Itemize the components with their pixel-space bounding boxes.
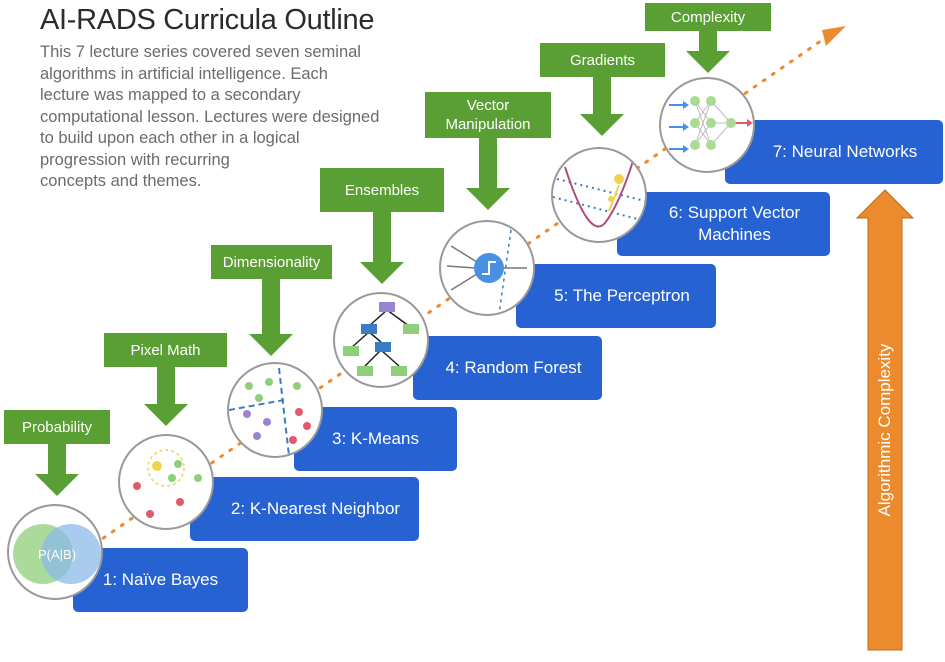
lesson-label-4: Ensembles	[320, 168, 444, 212]
lesson-arrow-1-stem	[48, 444, 66, 474]
lecture-box-7: 7: Neural Networks	[725, 120, 943, 184]
lesson-label-2: Pixel Math	[104, 333, 227, 367]
lesson-arrow-4-stem	[373, 212, 391, 262]
intro-paragraph: This 7 lecture series covered seven semi…	[40, 43, 380, 190]
lesson-arrow-4-head	[360, 262, 404, 284]
clusters-icon	[227, 362, 323, 458]
lesson-arrow-5-stem	[479, 138, 497, 188]
lesson-arrow-2-stem	[157, 367, 175, 404]
nearest-neighbor-icon	[118, 434, 214, 530]
lecture-box-2: 2: K-Nearest Neighbor	[190, 477, 419, 541]
lesson-arrow-6-head	[580, 114, 624, 136]
lecture-box-1: 1: Naïve Bayes	[73, 548, 248, 612]
gradient-curve-icon	[551, 147, 647, 243]
lesson-label-5: Vector Manipulation	[425, 92, 551, 138]
lesson-label-7: Complexity	[645, 3, 771, 31]
lecture-box-6: 6: Support Vector Machines	[617, 192, 830, 256]
decision-tree-icon	[333, 292, 429, 388]
lesson-arrow-7-head	[686, 51, 730, 73]
venn-diagram-icon: P(A|B)	[7, 504, 103, 600]
axis-label: Algorithmic Complexity	[875, 343, 894, 517]
perceptron-icon	[439, 220, 535, 316]
lesson-arrow-3-head	[249, 334, 293, 356]
lesson-label-3: Dimensionality	[211, 245, 332, 279]
lecture-box-4: 4: Random Forest	[413, 336, 602, 400]
lesson-arrow-1-head	[35, 474, 79, 496]
lesson-label-6: Gradients	[540, 43, 665, 77]
lesson-arrow-3-stem	[262, 279, 280, 334]
neural-network-icon	[659, 77, 755, 173]
trend-arrowhead	[822, 26, 846, 46]
lesson-arrow-6-stem	[593, 77, 611, 114]
lesson-arrow-2-head	[144, 404, 188, 426]
lesson-label-1: Probability	[4, 410, 110, 444]
page-title: AI-RADS Curricula Outline	[40, 4, 375, 36]
venn-label: P(A|B)	[38, 547, 76, 562]
lesson-arrow-7-stem	[699, 31, 717, 51]
lecture-box-5: 5: The Perceptron	[516, 264, 716, 328]
lesson-arrow-5-head	[466, 188, 510, 210]
